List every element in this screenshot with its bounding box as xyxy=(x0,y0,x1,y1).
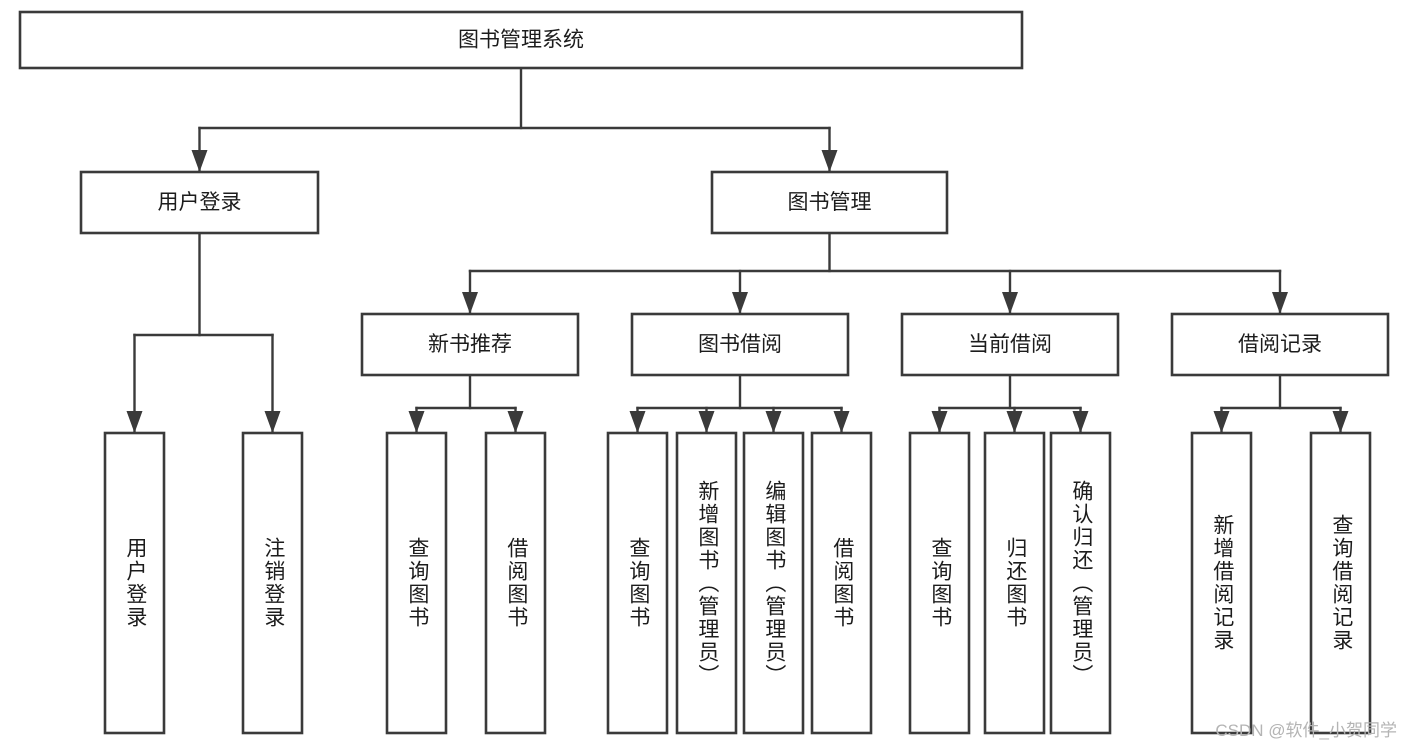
leaf-node-box[interactable] xyxy=(103,431,166,735)
level3-node-label: 借阅记录 xyxy=(1238,333,1322,356)
watermark-text: CSDN @软件_小贺同学 xyxy=(1215,721,1397,740)
leaf-node-box[interactable] xyxy=(983,431,1046,735)
leaf-node-box[interactable] xyxy=(241,431,304,735)
root-node-box[interactable] xyxy=(18,10,1024,70)
arrow-head-icon xyxy=(833,411,850,433)
arrow-head-icon xyxy=(1072,411,1089,433)
level3-node-box[interactable] xyxy=(360,312,580,377)
arrow-head-icon xyxy=(1332,411,1349,433)
arrow-head-icon xyxy=(629,411,646,433)
box-layer xyxy=(18,10,1390,735)
arrow-head-icon xyxy=(698,411,715,433)
arrow-head-icon xyxy=(931,411,948,433)
level3-node-label: 图书借阅 xyxy=(698,333,782,356)
root-node-label: 图书管理系统 xyxy=(458,29,584,52)
arrow-head-icon xyxy=(264,411,281,433)
level3-node-box[interactable] xyxy=(900,312,1120,377)
arrow-head-icon xyxy=(507,411,524,433)
arrow-head-icon xyxy=(765,411,782,433)
arrow-head-icon xyxy=(191,150,208,172)
arrow-head-icon xyxy=(126,411,143,433)
level3-node-box[interactable] xyxy=(630,312,850,377)
level2-node-label: 图书管理 xyxy=(788,191,872,214)
level2-node-box[interactable] xyxy=(710,170,949,235)
level3-node-label: 新书推荐 xyxy=(428,333,512,356)
leaf-node-box[interactable] xyxy=(385,431,448,735)
leaf-node-box[interactable] xyxy=(1049,431,1112,735)
connector-layer xyxy=(126,66,1349,435)
leaf-node-box[interactable] xyxy=(742,431,805,735)
leaf-node-box[interactable] xyxy=(606,431,669,735)
leaf-node-box[interactable] xyxy=(484,431,547,735)
leaf-node-box[interactable] xyxy=(810,431,873,735)
arrow-head-icon xyxy=(732,292,748,314)
arrow-head-icon xyxy=(1213,411,1230,433)
arrow-head-icon xyxy=(408,411,425,433)
level3-node-box[interactable] xyxy=(1170,312,1390,377)
level2-node-label: 用户登录 xyxy=(158,191,242,214)
leaf-node-box[interactable] xyxy=(675,431,738,735)
level2-node-box[interactable] xyxy=(79,170,320,235)
arrow-head-icon xyxy=(1006,411,1023,433)
leaf-node-box[interactable] xyxy=(1309,431,1372,735)
leaf-node-box[interactable] xyxy=(1190,431,1253,735)
arrow-head-icon xyxy=(821,150,838,172)
arrow-head-icon xyxy=(1272,292,1288,314)
arrow-head-icon xyxy=(462,292,478,314)
arrow-head-icon xyxy=(1002,292,1018,314)
leaf-node-box[interactable] xyxy=(908,431,971,735)
level3-node-label: 当前借阅 xyxy=(968,333,1052,356)
